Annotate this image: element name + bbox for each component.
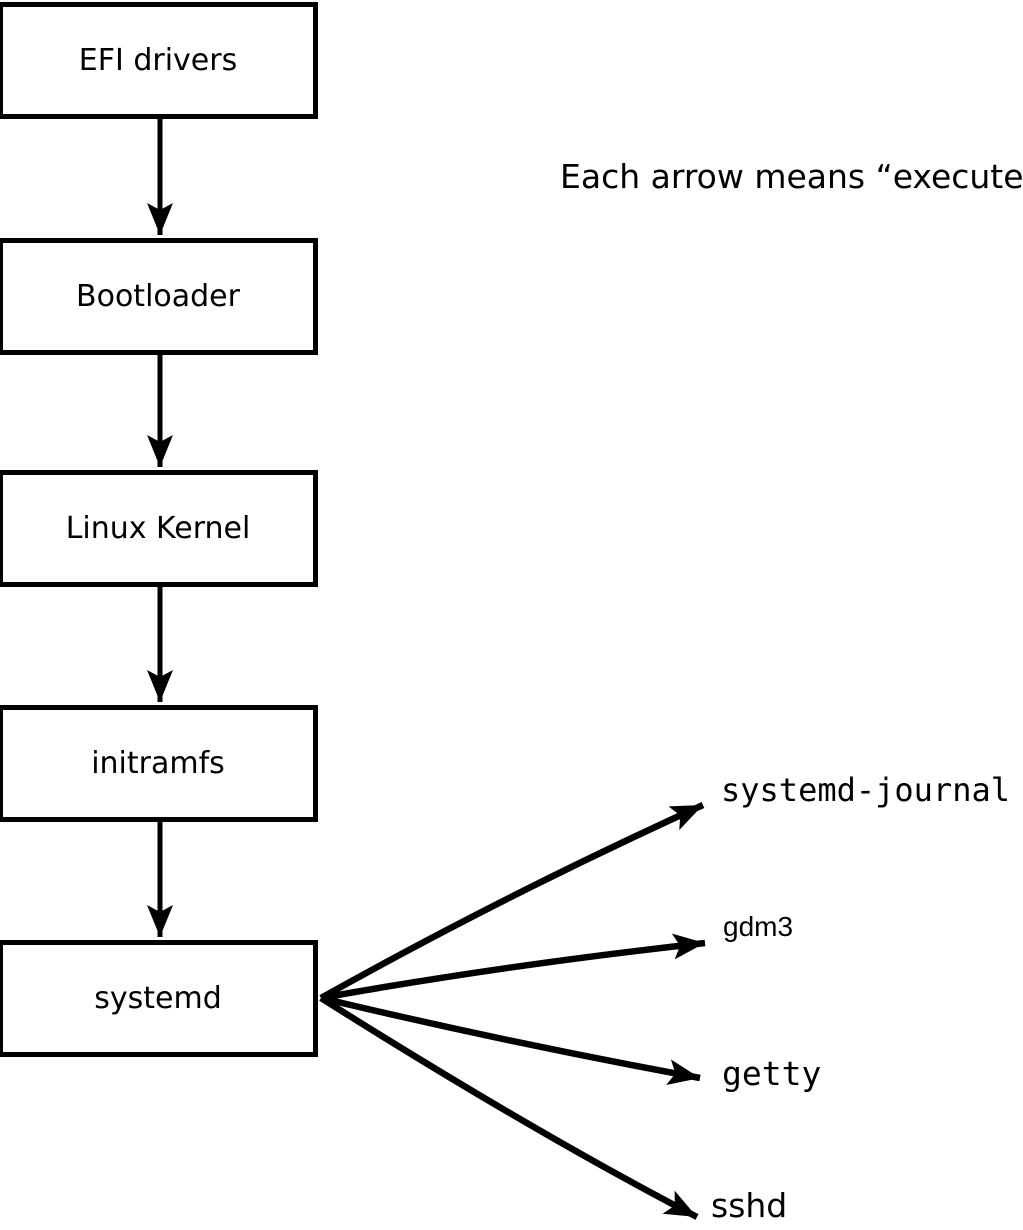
node-systemd-label: systemd [94,980,222,1016]
node-bootloader-label: Bootloader [76,278,240,314]
process-label-sshd: sshd [711,1186,788,1225]
arrow-systemd-to-sshd [319,995,699,1220]
node-efi-drivers: EFI drivers [0,2,318,119]
arrow-systemd-to-getty [320,994,701,1085]
node-efi-drivers-label: EFI drivers [78,42,238,78]
node-linux-kernel-label: Linux Kernel [65,510,251,546]
node-initramfs: initramfs [0,705,318,822]
node-linux-kernel: Linux Kernel [0,470,318,587]
arrow-systemd-to-gdm3 [320,933,706,1002]
process-label-gdm3: gdm3 [723,911,794,942]
node-bootloader: Bootloader [0,238,318,355]
process-label-systemd-journal: systemd-journal [721,771,1010,809]
arrow-systemd-to-systemd-journal [319,802,705,1001]
process-label-getty: getty [722,1054,822,1093]
arrow-meaning-note: Each arrow means “executes”. [560,157,1023,196]
node-initramfs-label: initramfs [91,745,225,781]
node-systemd: systemd [0,940,318,1057]
